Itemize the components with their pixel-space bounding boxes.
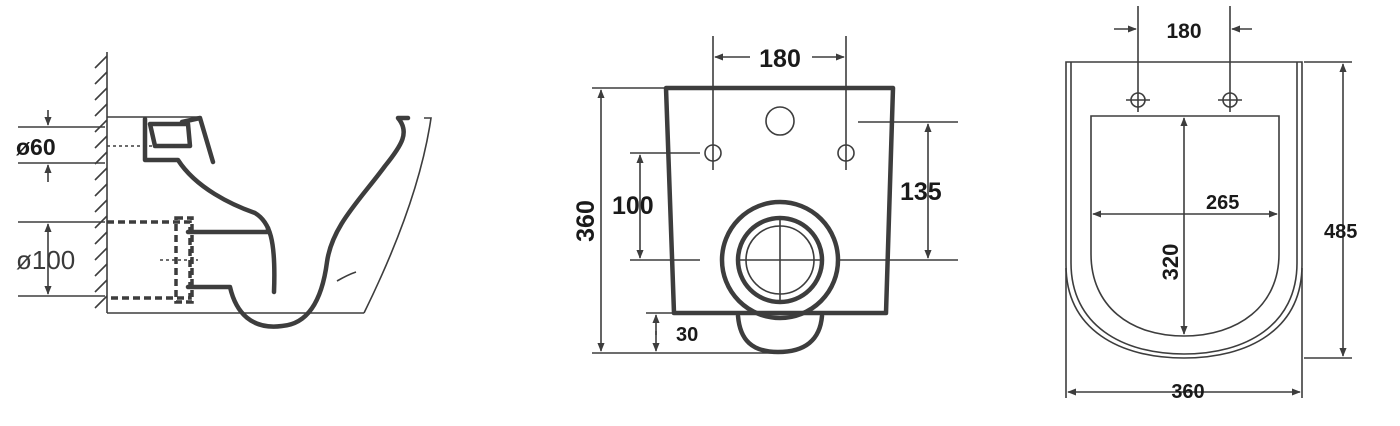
front-view: 180 360 100 135 30	[572, 36, 958, 355]
outlet-outer	[719, 199, 841, 321]
seat-depth-label: 320	[1158, 244, 1183, 281]
bowl-inner-trap	[142, 116, 277, 295]
front-outlet-height-label: 135	[900, 178, 942, 206]
waste-pipe-socket	[174, 216, 194, 304]
bowl-outlet	[185, 225, 271, 235]
front-bottom-offset-label: 30	[676, 324, 698, 346]
flush-inlet	[147, 121, 193, 149]
front-body	[663, 85, 896, 316]
front-bottom-pan	[735, 313, 825, 355]
front-height-label: 360	[572, 200, 600, 242]
pipe-large-label: ø100	[16, 245, 75, 275]
wall-hatching	[94, 55, 108, 309]
outlet-ring	[735, 215, 825, 305]
seat-width-label: 265	[1206, 192, 1239, 214]
front-top-spacing-label: 180	[759, 45, 801, 73]
flush-rim	[179, 115, 216, 165]
bowl-bottom-curve	[185, 115, 411, 329]
pipe-small-label: ø60	[16, 134, 56, 160]
top-outline-outer	[1065, 61, 1303, 359]
top-spacing-label: 180	[1166, 20, 1201, 43]
top-hole	[765, 106, 795, 136]
seat-opening	[1090, 115, 1280, 337]
front-hole-height-label: 100	[612, 192, 654, 220]
side-view: ø60 ø100	[16, 52, 432, 329]
overall-depth-label: 485	[1324, 221, 1357, 243]
top-view: 180 265 320 485 360	[1065, 6, 1357, 403]
overflow-lip	[336, 271, 357, 282]
top-outline-bevel	[1070, 62, 1298, 355]
bowl-front	[363, 117, 432, 314]
overall-width-label: 360	[1171, 381, 1204, 403]
